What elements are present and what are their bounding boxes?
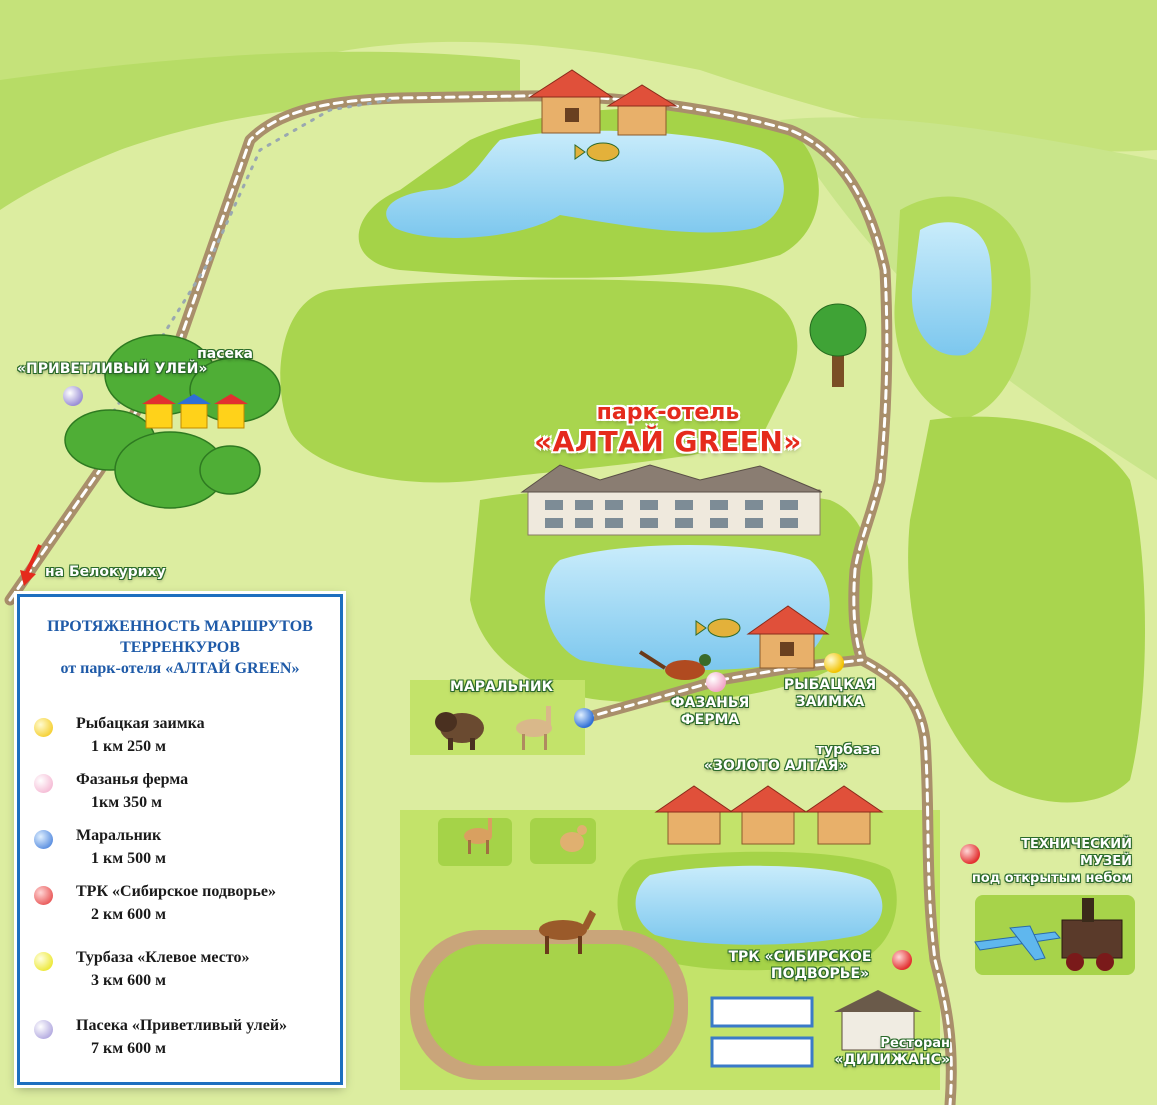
legend-item-distance: 2 км 600 м bbox=[91, 906, 167, 923]
legend-item-distance: 3 км 600 м bbox=[91, 972, 167, 989]
legend-panel: ПРОТЯЖЕННОСТЬ МАРШРУТОВ ТЕРРЕНКУРОВ от п… bbox=[17, 594, 343, 1085]
lake-south bbox=[635, 865, 883, 945]
trk-label-2: ПОДВОРЬЕ» bbox=[770, 966, 870, 982]
cabins-north bbox=[528, 69, 678, 136]
pheasant-label-1: ФАЗАНЬЯ bbox=[670, 695, 750, 711]
racetrack-infield bbox=[424, 944, 674, 1066]
apiary-label: «ПРИВЕТЛИВЫЙ УЛЕЙ» bbox=[17, 361, 208, 377]
legend-item-distance: 1 км 250 м bbox=[91, 738, 167, 755]
hill-top bbox=[0, 0, 1157, 170]
pheasant-icon bbox=[638, 650, 711, 680]
marker-trk[interactable] bbox=[892, 950, 912, 970]
museum-label-3: под открытым небом bbox=[971, 871, 1132, 886]
marker-museum[interactable] bbox=[960, 844, 980, 864]
marker-maralnik[interactable] bbox=[574, 708, 594, 728]
legend-item-name: Турбаза «Клевое место» bbox=[76, 949, 250, 966]
turbaza-label: «ЗОЛОТО АЛТАЯ» bbox=[704, 758, 848, 774]
field-east bbox=[908, 416, 1145, 803]
legend-item-distance: 1км 350 м bbox=[91, 794, 163, 811]
apiary-label-small: пасека bbox=[197, 346, 253, 362]
hill-band bbox=[0, 51, 520, 210]
locomotive-icon bbox=[1061, 898, 1123, 971]
legend-dot-red bbox=[34, 886, 53, 905]
hotel-title-line2: «АЛТАЙ GREEN» bbox=[534, 425, 802, 458]
field-central bbox=[280, 279, 798, 483]
fishing-label-2: ЗАИМКА bbox=[795, 694, 865, 710]
legend-item-name: Фазанья ферма bbox=[76, 771, 189, 788]
maralnik-label: МАРАЛЬНИК bbox=[450, 679, 554, 695]
restaurant-label: «ДИЛИЖАНС» bbox=[834, 1052, 950, 1068]
legend-title: ПРОТЯЖЕННОСТЬ МАРШРУТОВ ТЕРРЕНКУРОВ от п… bbox=[20, 617, 340, 679]
museum-label-2: МУЗЕЙ bbox=[1080, 854, 1132, 869]
trk-buildings bbox=[710, 990, 922, 1068]
legend-item-name: ТРК «Сибирское подворье» bbox=[76, 883, 276, 900]
rooster-icon bbox=[560, 825, 587, 852]
museum-label-1: ТЕХНИЧЕСКИЙ bbox=[1021, 837, 1132, 852]
legend-dot-blue bbox=[34, 830, 53, 849]
lake-northeast bbox=[911, 222, 992, 356]
trk-label-1: ТРК «СИБИРСКОЕ bbox=[728, 949, 872, 965]
beehives bbox=[142, 394, 248, 429]
fishing-label-1: РЫБАЦКАЯ bbox=[783, 677, 877, 693]
legend-item-distance: 7 км 600 м bbox=[91, 1040, 167, 1057]
legend-title-line2: ТЕРРЕНКУРОВ bbox=[120, 638, 240, 656]
hotel-building bbox=[520, 464, 823, 536]
tree bbox=[809, 303, 867, 387]
fish-icon bbox=[695, 618, 741, 638]
hotel-title: парк-отель «АЛТАЙ GREEN» bbox=[513, 400, 823, 458]
bison-icon bbox=[435, 712, 484, 750]
lake-hotel bbox=[544, 545, 830, 671]
pheasant-label-2: ФЕРМА bbox=[680, 712, 740, 728]
legend-dot-violet bbox=[34, 1020, 53, 1039]
restaurant-label-small: Ресторан bbox=[880, 1036, 950, 1051]
marker-apiary[interactable] bbox=[63, 386, 83, 406]
marker-pheasant-farm[interactable] bbox=[706, 672, 726, 692]
legend-title-line3: от парк-отеля «АЛТАЙ GREEN» bbox=[60, 659, 300, 677]
lake-north bbox=[386, 130, 784, 238]
legend-item-name: Пасека «Приветливый улей» bbox=[76, 1017, 288, 1034]
apiary-bushes bbox=[64, 334, 281, 509]
legend-item-distance: 1 км 500 м bbox=[91, 850, 167, 867]
fish-icon bbox=[574, 142, 620, 162]
marker-fishing-lodge[interactable] bbox=[824, 653, 844, 673]
turbaza-label-small: турбаза bbox=[815, 742, 880, 758]
fishing-cabin bbox=[746, 605, 830, 669]
legend-item-name: Рыбацкая заимка bbox=[76, 715, 205, 732]
direction-label: на Белокуриху bbox=[45, 564, 166, 580]
legend-dot-lemon bbox=[34, 952, 53, 971]
legend-dot-yellow bbox=[34, 718, 53, 737]
legend-title-line1: ПРОТЯЖЕННОСТЬ МАРШРУТОВ bbox=[47, 618, 313, 635]
turbaza-cabins bbox=[654, 785, 884, 845]
horse-icon bbox=[539, 910, 596, 954]
legend-item-name: Маральник bbox=[76, 827, 162, 844]
deer-icon bbox=[464, 818, 492, 854]
deer-icon bbox=[516, 706, 552, 750]
legend-dot-pink bbox=[34, 774, 53, 793]
direction-arrow-icon bbox=[20, 544, 42, 586]
plane-icon bbox=[974, 925, 1061, 961]
hotel-title-line1: парк-отель bbox=[596, 400, 740, 425]
